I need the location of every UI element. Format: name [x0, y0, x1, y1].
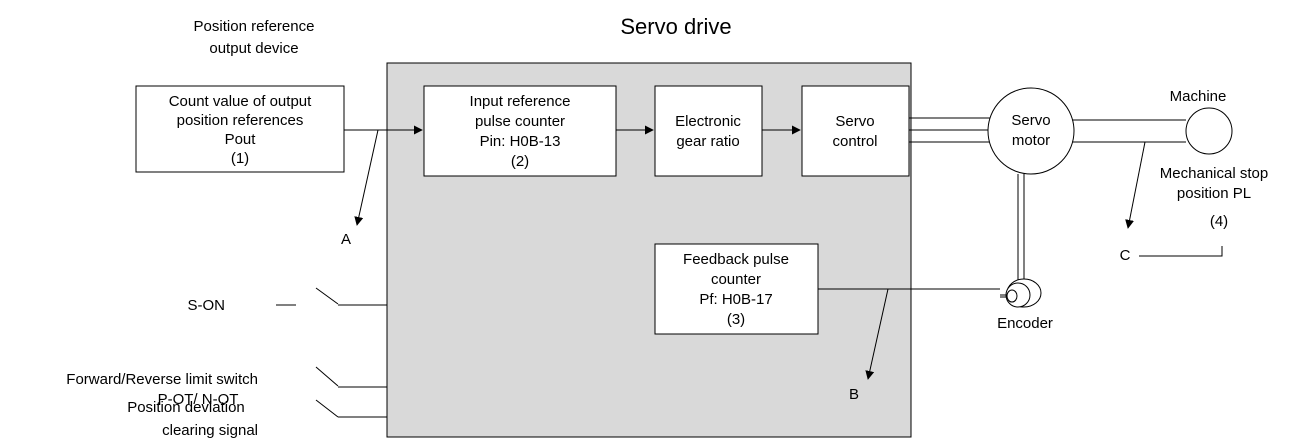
mech-stop-line-1: Mechanical stop	[1160, 165, 1268, 182]
clear-label-1: Position deviation	[127, 399, 245, 416]
ref-device-line-2: output device	[209, 40, 298, 57]
diagram-title: Servo drive	[620, 14, 731, 39]
feedback-counter-box	[654, 243, 819, 335]
feedback-line-3: Pf: H0B-17	[699, 291, 772, 308]
input-counter-box	[423, 85, 617, 177]
input-counter-line-2: pulse counter	[475, 113, 565, 130]
clear-switch	[315, 399, 339, 418]
machine-label: Machine	[1170, 88, 1227, 105]
output-box-line-2: position references	[177, 112, 304, 129]
servo-motor-line-1: Servo	[1011, 112, 1050, 129]
machine-circle	[1185, 107, 1233, 155]
input-counter-line-4: (2)	[511, 153, 529, 170]
encoder-label: Encoder	[997, 315, 1053, 332]
pointer-b-arrow	[865, 288, 889, 380]
gear-ratio-box	[654, 85, 763, 177]
limit-label-1: Forward/Reverse limit switch	[66, 371, 258, 388]
servo-control-box	[801, 85, 910, 177]
output-count-box	[135, 85, 345, 173]
point-b-label: B	[849, 386, 859, 403]
clear-label-2: clearing signal	[162, 422, 258, 439]
position-ref-device-label: Position reference output device	[194, 18, 315, 57]
servo-control-line-2: control	[832, 133, 877, 150]
limit-switch	[315, 366, 339, 387]
encoder-icon	[1000, 278, 1042, 308]
input-counter-line-1: Input reference	[470, 93, 571, 110]
output-box-line-3: Pout	[225, 131, 257, 148]
output-box-line-4: (1)	[231, 150, 249, 167]
s-on-switch	[315, 287, 339, 305]
input-counter-line-3: Pin: H0B-13	[480, 133, 561, 150]
limit-label-2: P-OT/ N-OT	[158, 391, 239, 408]
point-a-label: A	[341, 231, 351, 248]
point-c-bracket	[1139, 246, 1223, 257]
pointer-c-arrow	[1125, 141, 1146, 229]
servo-control-line-1: Servo	[835, 113, 874, 130]
s-on-label: S-ON	[188, 297, 226, 314]
pointer-a-arrow	[354, 129, 379, 226]
point-c-label: C	[1120, 247, 1131, 264]
mech-stop-line-2: position PL	[1177, 185, 1251, 202]
servo-motor-line-2: motor	[1012, 132, 1050, 149]
mech-stop-line-3: (4)	[1210, 213, 1228, 230]
feedback-line-2: counter	[711, 271, 761, 288]
ref-device-line-1: Position reference	[194, 18, 315, 35]
output-box-line-1: Count value of output	[169, 93, 312, 110]
gear-line-2: gear ratio	[676, 133, 739, 150]
gear-line-1: Electronic	[675, 113, 741, 130]
feedback-line-4: (3)	[727, 311, 745, 328]
feedback-line-1: Feedback pulse	[683, 251, 789, 268]
servo-motor-circle	[987, 87, 1075, 175]
